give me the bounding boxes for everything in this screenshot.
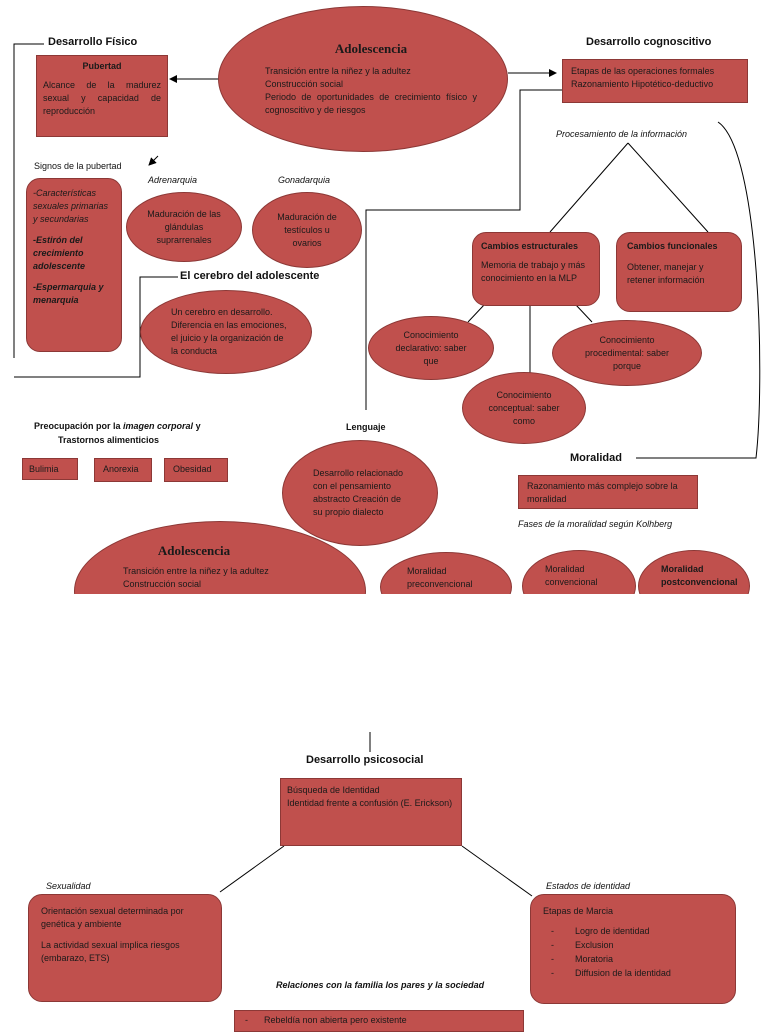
cambios-funcionales-box: Cambios funcionales Obtener, manejar y r… [616,232,742,312]
sexualidad-label: Sexualidad [46,881,91,891]
adolescencia-2-line-1: Transición entre la niñez y la adultez [123,566,269,576]
marcia-item-2: Exclusion [543,938,723,952]
marcia-box: Etapas de Marcia Logro de identidad Excl… [530,894,736,1004]
marcia-item-3: Moratoria [543,952,723,966]
conocimiento-conceptual-text: Conocimiento conceptual: saber como [488,389,560,426]
sexualidad-text-1: Orientación sexual determinada por genét… [41,906,184,929]
imagen-corporal-text: imagen corporal [123,421,194,431]
cerebro-oval: Un cerebro en desarrollo. Diferencia en … [140,290,312,374]
cerebro-oval-text: Un cerebro en desarrollo. Diferencia en … [171,307,287,356]
adrenarquia-label: Adrenarquia [148,175,198,185]
signos-item-3: -Espermarquia y menarquia [33,282,104,305]
clipped-region: Adolescencia Transición entre la niñez y… [0,500,768,594]
adolescencia-line-3: Periodo de oportunidades de crecimiento … [265,91,477,115]
adolescencia-line-1: Transición entre la niñez y la adultez [265,65,411,76]
moralidad-preconvencional-text: Moralidad preconvencional [407,566,473,589]
conocimiento-declarativo-text: Conocimiento declarativo: saber que [395,329,467,366]
desarrollo-psicosocial-heading: Desarrollo psicosocial [306,754,424,766]
signos-box: -Características sexuales primarias y se… [26,178,122,352]
adolescencia-2-line-2: Construcción social [123,579,202,589]
procesamiento-label: Procesamiento de la información [556,129,688,139]
sexualidad-box: Orientación sexual determinada por genét… [28,894,222,1002]
rebeldia-box: - Rebeldía non abierta pero existente [234,1010,524,1032]
relaciones-label: Relaciones con la familia los pares y la… [276,980,485,990]
sexualidad-text-2: La actividad sexual implica riesgos (emb… [41,940,180,963]
moralidad-postconvencional-oval: Moralidad postconvencional [638,550,750,594]
marcia-list: Logro de identidad Exclusion Moratoria D… [543,924,723,980]
adolescencia-oval: Adolescencia Transición entre la niñez y… [218,6,508,152]
rebeldia-dash: - [245,1015,248,1025]
cambios-estructurales-box: Cambios estructurales Memoria de trabajo… [472,232,600,306]
anorexia-text: Anorexia [103,464,139,474]
marcia-item-1: Logro de identidad [543,924,723,938]
adrenarquia-oval: Maduración de las glándulas suprarrenale… [126,192,242,262]
pubertad-title: Pubertad [82,61,122,71]
desarrollo-fisico-heading: Desarrollo Físico [48,36,138,48]
fases-kohlberg-label: Fases de la moralidad según Kolhberg [518,519,673,529]
gonadarquia-oval-text: Maduración de testículos u ovarios [277,211,337,248]
adolescencia-title-2: Adolescencia [157,543,231,558]
adolescencia-line-2: Construcción social [265,78,344,89]
estados-identidad-label: Estados de identidad [546,881,631,891]
cerebro-heading: El cerebro del adolescente [180,270,320,282]
cambios-funcionales-title: Cambios funcionales [627,241,718,251]
conocimiento-conceptual-oval: Conocimiento conceptual: saber como [462,372,586,444]
signos-item-1: -Características sexuales primarias y se… [33,188,109,224]
pubertad-box: Pubertad Alcance de la madurez sexual y … [36,55,168,137]
cognoscitivo-line-1: Etapas de las operaciones formales [571,66,715,76]
anorexia-box: Anorexia [94,458,152,482]
marcia-item-4: Diffusion de la identidad [543,966,723,980]
moralidad-box-text: Razonamiento más complejo sobre la moral… [527,481,678,504]
adrenarquia-oval-text: Maduración de las glándulas suprarrenale… [147,208,221,245]
moralidad-heading: Moralidad [570,452,622,464]
adolescencia-title: Adolescencia [334,40,408,56]
trastornos-label: Trastornos alimenticios [58,435,160,445]
gonadarquia-oval: Maduración de testículos u ovarios [252,192,362,268]
conocimiento-procedimental-text: Conocimiento procedimental: saber porque [584,334,670,371]
conocimiento-procedimental-oval: Conocimiento procedimental: saber porque [552,320,702,386]
desarrollo-cognoscitivo-heading: Desarrollo cognoscitivo [586,36,712,48]
lenguaje-oval: Desarrollo relacionado con el pensamient… [282,440,438,546]
bulimia-text: Bulimia [29,464,59,474]
psicosocial-box: Búsqueda de Identidad Identidad frente a… [280,778,462,846]
lenguaje-label: Lenguaje [346,422,386,432]
cambios-estructurales-text: Memoria de trabajo y más conocimiento en… [481,260,586,283]
cambios-funcionales-text: Obtener, manejar y retener información [627,262,705,285]
moralidad-convencional-text: Moralidad convencional [545,564,598,587]
moralidad-convencional-oval: Moralidad convencional [522,550,636,594]
moralidad-postconvencional-text: Moralidad postconvencional [661,564,738,587]
cognoscitivo-box: Etapas de las operaciones formales Razon… [562,59,748,103]
preocupacion-label: Preocupación por la imagen corporal y [34,421,201,431]
bulimia-box: Bulimia [22,458,78,480]
signos-item-2: -Estirón del crecimiento adolescente [33,235,86,271]
pubertad-text: Alcance de la madurez sexual y capacidad… [43,80,161,116]
lenguaje-oval-text: Desarrollo relacionado con el pensamient… [313,468,404,517]
moralidad-preconvencional-oval: Moralidad preconvencional [380,552,512,594]
moralidad-box: Razonamiento más complejo sobre la moral… [518,475,698,509]
rebeldia-text: Rebeldía non abierta pero existente [264,1015,407,1025]
psicosocial-line-2: Identidad frente a confusión (E. Erickso… [287,798,453,808]
obesidad-text: Obesidad [173,464,212,474]
conocimiento-declarativo-oval: Conocimiento declarativo: saber que [368,316,494,380]
cognoscitivo-line-2: Razonamiento Hipotético-deductivo [571,79,714,89]
gonadarquia-label: Gonadarquia [278,175,331,185]
obesidad-box: Obesidad [164,458,228,482]
cambios-estructurales-title: Cambios estructurales [481,241,579,251]
adolescencia-oval-2: Adolescencia Transición entre la niñez y… [74,521,366,594]
psicosocial-line-1: Búsqueda de Identidad [287,785,380,795]
signos-pubertad-label: Signos de la pubertad [34,161,122,171]
marcia-title: Etapas de Marcia [543,906,614,916]
